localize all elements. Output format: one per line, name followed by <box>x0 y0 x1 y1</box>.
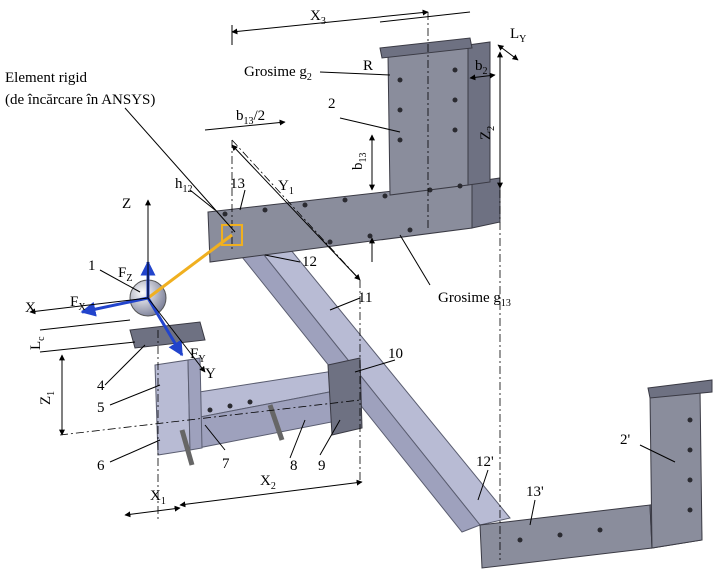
label-X2: X2 <box>260 473 276 492</box>
text-labels: Element rigid (de încărcare în ANSYS) Gr… <box>5 8 631 507</box>
label-5: 5 <box>97 400 105 416</box>
label-X1: X1 <box>150 488 166 507</box>
label-axis-X: X <box>25 300 36 316</box>
axes <box>29 199 206 373</box>
label-R: R <box>363 58 373 74</box>
label-b13-half: b13/2 <box>236 108 265 127</box>
bracket-5-6 <box>154 357 203 456</box>
label-10: 10 <box>388 346 403 362</box>
label-FY: FY <box>190 346 206 365</box>
label-axis-Z: Z <box>122 196 131 212</box>
label-Z2: Z2 <box>478 126 497 140</box>
label-b13: b13 <box>350 153 369 171</box>
tube-7-8 <box>179 369 353 451</box>
label-Lc: Lc <box>28 336 47 350</box>
label-element-rigid: Element rigid <box>5 70 88 86</box>
label-11: 11 <box>358 290 372 306</box>
dimension-lines <box>39 9 519 518</box>
label-Z1: Z1 <box>38 391 57 405</box>
leader-lines <box>99 71 676 526</box>
label-13-prime: 13' <box>526 484 544 500</box>
label-6: 6 <box>97 458 105 474</box>
flange-9-10 <box>327 357 363 436</box>
label-b2: b2 <box>475 58 488 77</box>
label-FZ: FZ <box>118 265 132 284</box>
label-LY: LY <box>510 26 526 45</box>
label-axis-Y: Y <box>205 366 216 382</box>
label-grosime-g13: Grosime g13 <box>438 290 511 309</box>
label-13: 13 <box>230 176 245 192</box>
plate-13 <box>207 177 501 263</box>
label-element-rigid-note: (de încărcare în ANSYS) <box>5 92 155 108</box>
label-Y1: Y1 <box>278 178 294 197</box>
plate-2 <box>379 37 491 196</box>
label-7: 7 <box>222 456 230 472</box>
label-1: 1 <box>88 258 96 274</box>
label-FX: FX <box>70 294 86 313</box>
label-X3: X3 <box>310 8 326 27</box>
label-grosime-g2: Grosime g2 <box>244 64 312 83</box>
plate-4 <box>129 321 206 349</box>
label-h12: h12 <box>175 176 193 195</box>
label-4: 4 <box>97 378 105 394</box>
pins <box>179 404 285 466</box>
plate-2-prime <box>647 379 713 549</box>
label-2: 2 <box>328 96 336 112</box>
label-2-prime: 2' <box>620 432 631 448</box>
label-12-prime: 12' <box>476 454 494 470</box>
label-12: 12 <box>302 254 317 270</box>
label-8: 8 <box>290 458 298 474</box>
label-9: 9 <box>318 458 326 474</box>
